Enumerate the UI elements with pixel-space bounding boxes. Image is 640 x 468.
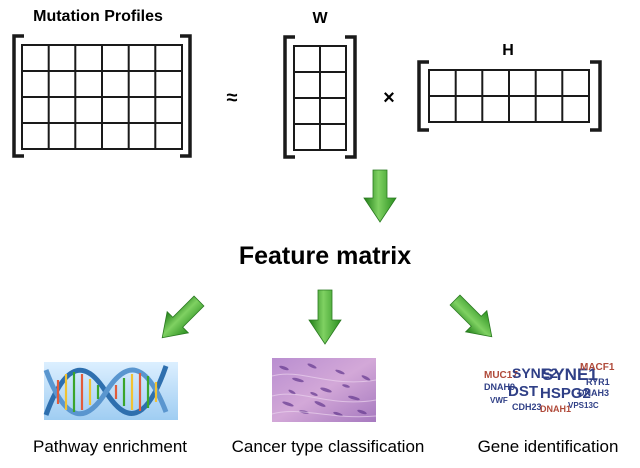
times-symbol: × [383, 87, 395, 109]
word-cloud-term: RYR1 [586, 377, 610, 387]
word-cloud-term: CDH23 [512, 402, 542, 412]
output-label-pathway: Pathway enrichment [33, 437, 187, 456]
word-cloud-term: DST [508, 383, 538, 400]
approx-symbol: ≈ [227, 87, 238, 109]
h-label: H [502, 42, 514, 59]
w-matrix: W [283, 10, 357, 159]
h-matrix-grid [428, 69, 590, 123]
output-label-gene: Gene identification [478, 437, 619, 456]
w-matrix-grid [293, 45, 347, 151]
word-cloud-term: HSPG2 [540, 385, 591, 402]
w-matrix-brackets [283, 35, 357, 159]
mutation-profiles-label: Mutation Profiles [33, 8, 163, 25]
down-arrow-icon [363, 169, 397, 223]
word-cloud-term: MACF1 [580, 362, 615, 373]
word-cloud-term: MUC17 [484, 370, 518, 381]
feature-matrix-label: Feature matrix [239, 242, 411, 270]
arrow-right-icon [449, 294, 493, 338]
histology-image [271, 358, 377, 422]
arrow-left-icon [161, 295, 205, 339]
word-cloud-term: SYNE2 [512, 365, 558, 381]
gene-word-cloud: MUC17 SYNE2 SYNE1 MACF1 DNAH9 DST HSPG2 … [484, 362, 615, 414]
word-cloud-term: VWF [490, 396, 508, 405]
w-label: W [312, 10, 328, 27]
word-cloud-term: DNAH3 [578, 388, 609, 398]
mutation-matrix-grid [21, 44, 183, 150]
word-cloud-term: DNAH9 [484, 382, 515, 392]
arrow-center-icon [308, 289, 342, 345]
word-cloud-term: SYNE1 [542, 365, 598, 384]
output-label-cancer-type: Cancer type classification [232, 437, 425, 456]
word-cloud-term: DNAH1 [540, 404, 571, 414]
word-cloud-term: VPS13C [568, 401, 599, 410]
h-matrix-brackets [417, 60, 602, 132]
mutation-matrix-brackets [12, 34, 192, 158]
dna-helix-image [43, 362, 178, 420]
h-matrix: H [417, 42, 602, 132]
mutation-matrix: Mutation Profiles [12, 8, 192, 158]
